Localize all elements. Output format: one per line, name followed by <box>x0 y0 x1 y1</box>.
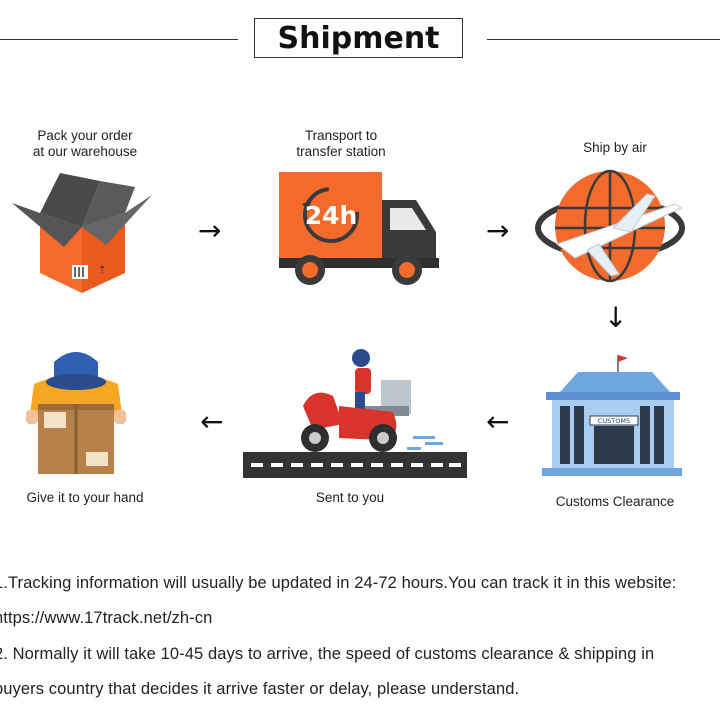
step-sent-line1: Sent to you <box>315 490 385 505</box>
delivery-person-icon <box>26 352 126 474</box>
header-rule-left <box>0 39 238 40</box>
step-air-label: Ship by air <box>545 140 685 156</box>
arrow-right-icon: → <box>486 214 510 247</box>
truck-badge: 24h <box>305 201 358 230</box>
scooter-courier-icon <box>243 349 467 478</box>
box-icon: ⇡ <box>12 173 152 293</box>
customs-sign: CUSTOMS <box>598 417 630 425</box>
step-sent-label: Sent to you <box>280 490 420 506</box>
step-air-line1: Ship by air <box>583 140 647 155</box>
step-pack-label: Pack your order at our warehouse <box>10 128 160 160</box>
step-transport-line2: transfer station <box>296 144 386 159</box>
step-transport-line1: Transport to <box>304 128 378 143</box>
page-title: Shipment <box>254 18 463 58</box>
note-tracking-link[interactable]: https://www.17track.net/zh-cn <box>0 609 213 627</box>
customs-building-icon: CUSTOMS <box>542 355 682 476</box>
header-rule-right <box>487 39 720 40</box>
arrow-left-icon: ← <box>486 405 510 438</box>
arrow-left-icon: ← <box>200 405 224 438</box>
truck-icon: 24h <box>279 172 439 285</box>
step-pack-line1: Pack your order <box>37 128 133 143</box>
step-customs-line1: Customs Clearance <box>555 494 675 509</box>
step-transport-label: Transport to transfer station <box>266 128 416 160</box>
note-tracking: 1.Tracking information will usually be u… <box>0 574 677 592</box>
svg-text:⇡: ⇡ <box>98 265 106 276</box>
step-customs-label: Customs Clearance <box>535 494 695 510</box>
step-pack-line2: at our warehouse <box>32 144 138 159</box>
note-delivery-time-cont: buyers country that decides it arrive fa… <box>0 680 520 698</box>
note-delivery-time: 2. Normally it will take 10-45 days to a… <box>0 645 655 663</box>
step-hand-line1: Give it to your hand <box>26 490 144 505</box>
globe-plane-icon <box>535 169 685 283</box>
arrow-down-icon: ↓ <box>604 301 628 334</box>
arrow-right-icon: → <box>198 214 222 247</box>
step-hand-label: Give it to your hand <box>10 490 160 506</box>
